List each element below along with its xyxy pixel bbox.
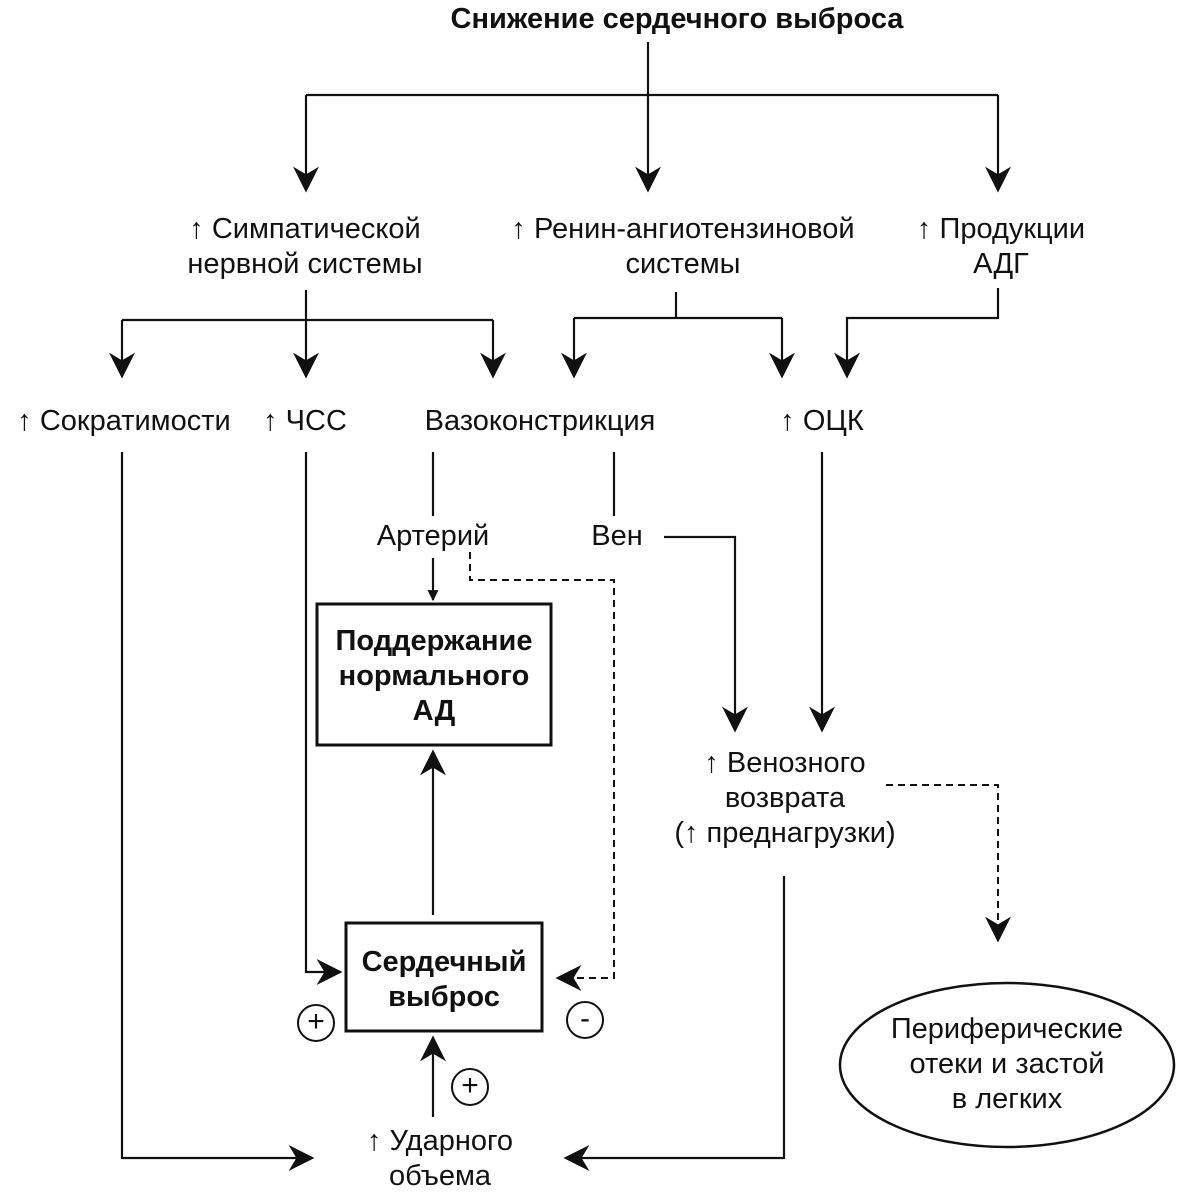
adh-node: ↑ Продукции АДГ	[916, 213, 1086, 280]
arrow-hr-to-co	[304, 452, 343, 985]
arrow-veins-to-vr	[664, 535, 748, 733]
co-box-frame	[344, 921, 544, 1033]
vasoconstriction-node: Вазоконстрикция	[424, 405, 656, 437]
contractility-node: ↑ Сократимости	[17, 405, 231, 437]
plus-sign-left: +	[297, 1004, 335, 1042]
veins-node: Вен	[591, 520, 643, 552]
raas-node: ↑ Ренин-ангиотензиновой системы	[511, 213, 855, 280]
arteries-node: Артерий	[376, 520, 490, 552]
edema-ellipse	[838, 981, 1176, 1149]
co-box-label: Сердечный выброс	[361, 946, 527, 1013]
arrow-to-bcv-adh	[834, 288, 1000, 379]
minus-sign-right: -	[566, 1001, 604, 1039]
dashed-vr-to-edema	[886, 784, 1011, 943]
arrow-contractility-to-sv	[120, 452, 315, 1171]
edema-node: Периферические отеки и застой в легких	[890, 1013, 1124, 1115]
sympathetic-node: ↑ Симпатической нервной системы	[187, 213, 423, 280]
bp-box-frame	[315, 602, 553, 747]
arrow-vr-to-sv	[563, 876, 786, 1171]
bp-box-label: Поддержание нормального АД	[335, 625, 533, 727]
hr-node: ↑ ЧСС	[263, 405, 347, 437]
diagram-title: Снижение сердечного выброса	[450, 3, 904, 35]
venous-return-node: ↑ Венозного возврата (↑ преднагрузки)	[674, 747, 896, 849]
bcv-node: ↑ ОЦК	[780, 405, 864, 437]
plus-sign-bottom: +	[451, 1068, 489, 1106]
dashed-arteries-to-co	[469, 552, 615, 991]
stroke-volume-node: ↑ Ударного объема	[366, 1125, 514, 1192]
